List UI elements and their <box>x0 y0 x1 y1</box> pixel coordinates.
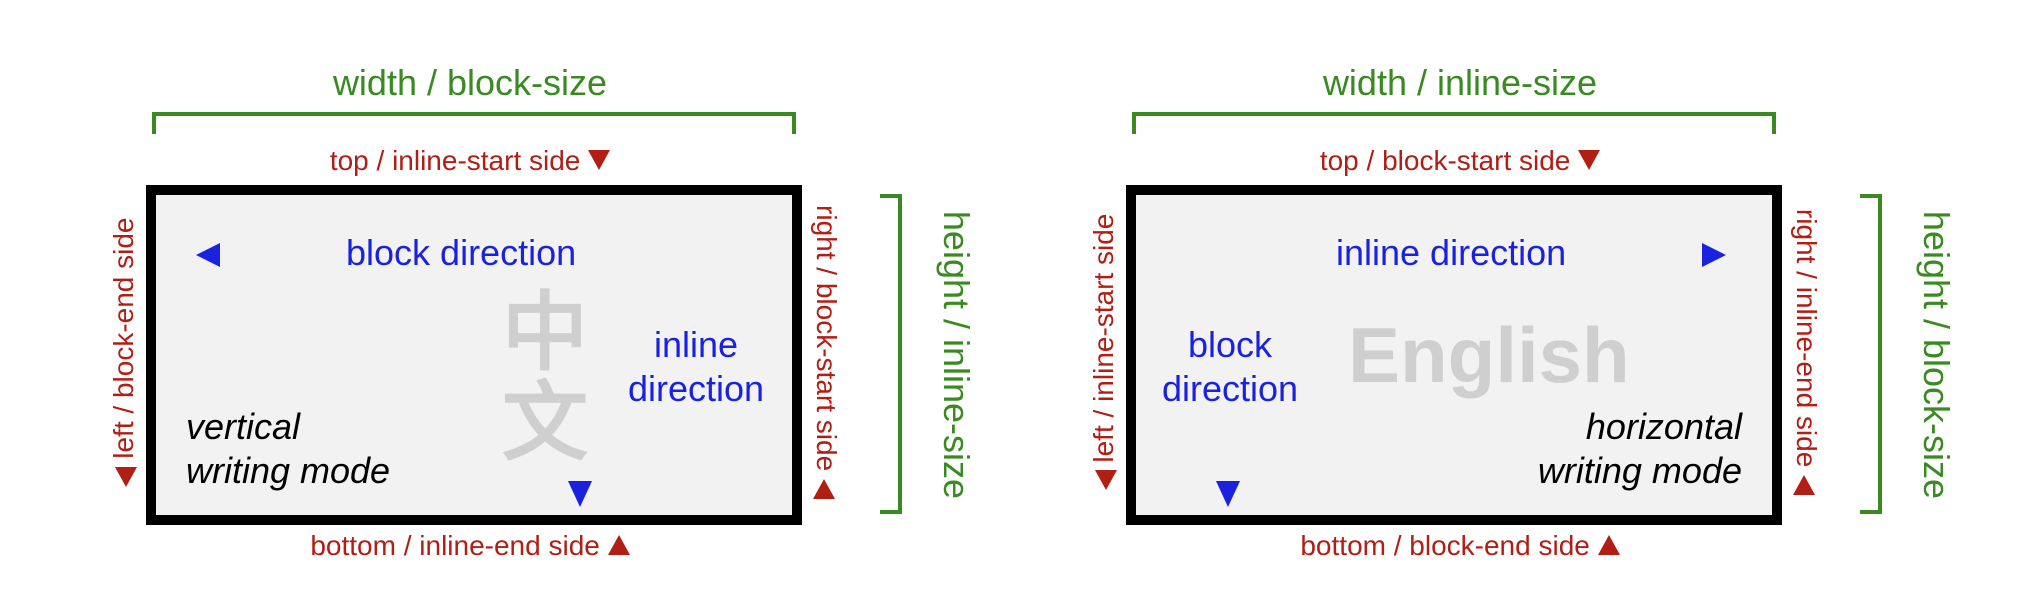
direction-arrows <box>196 227 636 507</box>
right-side-label: right / inline-end side <box>1790 172 1822 532</box>
triangle-left-icon <box>1094 470 1117 491</box>
top-side-label: top / inline-start side <box>150 145 790 177</box>
writing-mode-label: horizontal writing mode <box>1537 406 1742 491</box>
watermark-char-1: 中 <box>502 285 588 381</box>
triangle-down-icon <box>588 150 611 170</box>
vertical-writing-mode-panel: width / block-size top / inline-start si… <box>108 62 977 562</box>
bottom-side-label: bottom / inline-end side <box>150 530 790 562</box>
height-bracket <box>880 194 902 514</box>
writing-box: 中 文 block direction inline direction ver… <box>146 185 802 525</box>
block-direction-label: block direction <box>346 232 577 273</box>
inline-direction-label: inline direction <box>627 324 765 409</box>
left-side-label: left / block-end side <box>108 172 140 532</box>
direction-arrows <box>1196 227 1726 507</box>
top-side-label: top / block-start side <box>1140 145 1780 177</box>
inline-direction-label: inline direction <box>1336 232 1567 273</box>
width-label: width / inline-size <box>1322 62 1598 103</box>
triangle-side-icon <box>1793 475 1816 496</box>
down-arrowhead-icon <box>1216 481 1240 507</box>
bottom-side-label: bottom / block-end side <box>1140 530 1780 562</box>
left-side-label: left / inline-start side <box>1088 172 1120 532</box>
height-bracket <box>1860 194 1882 514</box>
right-arrowhead-icon <box>1702 243 1726 267</box>
watermark-char-2: 文 <box>502 375 588 471</box>
triangle-up-icon <box>1597 535 1620 555</box>
width-label: width / block-size <box>332 62 608 103</box>
right-side-label: right / block-start side <box>810 172 842 532</box>
watermark-text: English <box>1348 311 1630 399</box>
width-bracket <box>152 112 796 134</box>
triangle-side-icon <box>813 478 836 499</box>
triangle-down-icon <box>1578 150 1601 170</box>
writing-box: English inline direction block direction… <box>1126 185 1782 525</box>
height-label: height / inline-size <box>936 210 977 500</box>
triangle-left-icon <box>114 466 137 487</box>
width-bracket <box>1132 112 1776 134</box>
block-direction-label: block direction <box>1161 324 1299 409</box>
triangle-up-icon <box>607 535 630 555</box>
writing-mode-label: vertical writing mode <box>186 406 391 491</box>
horizontal-writing-mode-panel: width / inline-size top / block-start si… <box>1011 0 2022 602</box>
height-label: height / block-size <box>1916 210 1957 500</box>
down-arrowhead-icon <box>568 481 592 507</box>
left-arrowhead-icon <box>196 243 220 267</box>
